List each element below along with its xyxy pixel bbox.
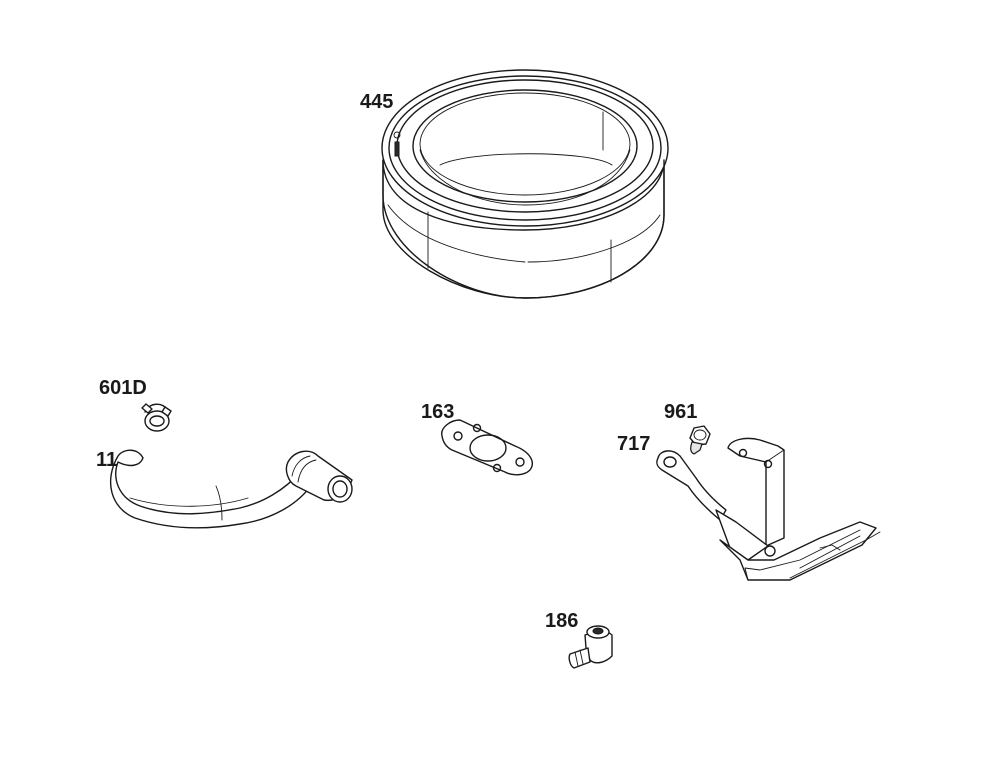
hose-label: 11 [96, 449, 117, 471]
clamp-part[interactable] [141, 403, 172, 432]
hose-part[interactable] [110, 449, 353, 529]
screw-label: 961 [664, 401, 697, 423]
gasket-part[interactable] [441, 419, 533, 476]
air-filter-part[interactable] [381, 69, 669, 299]
fitting-part[interactable] [568, 625, 613, 669]
air-filter-label: 445 [360, 91, 393, 113]
clamp-label: 601D [99, 377, 147, 399]
screw-part[interactable] [689, 425, 711, 455]
fitting-label: 186 [545, 610, 578, 632]
bracket-part[interactable] [656, 437, 881, 581]
gasket-label: 163 [421, 401, 454, 423]
bracket-label: 717 [617, 433, 650, 455]
